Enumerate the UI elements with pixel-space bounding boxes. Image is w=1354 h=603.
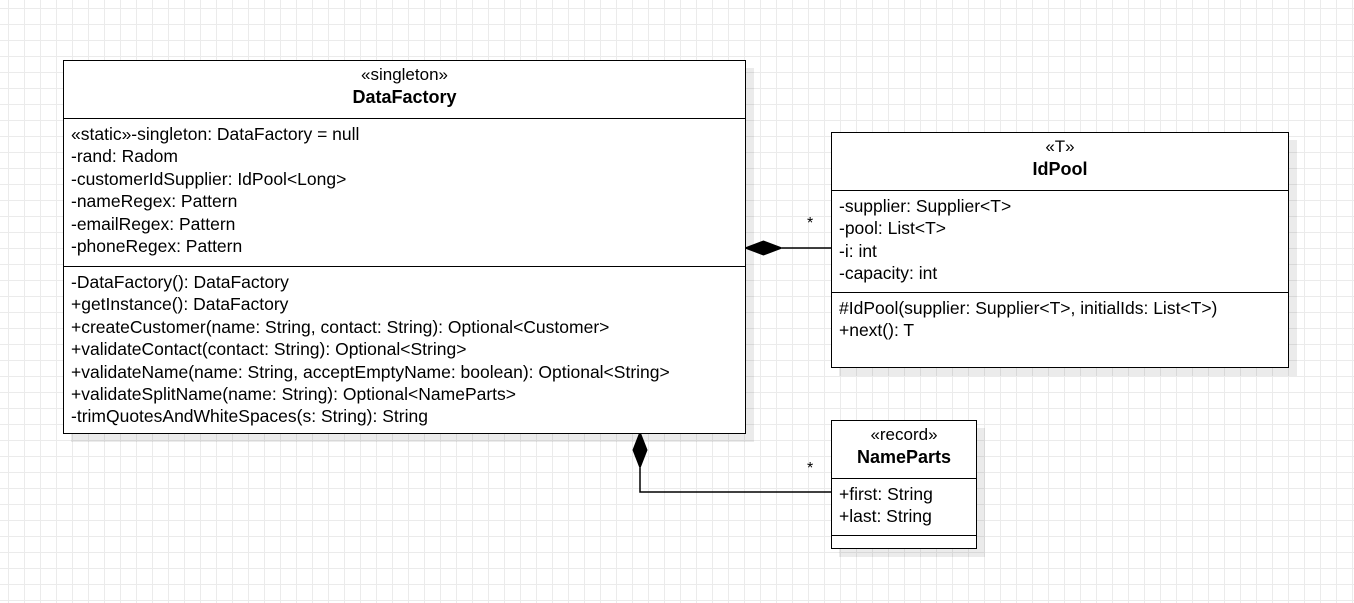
composition-diamond <box>632 430 648 470</box>
composition-dataf-nameparts[interactable] <box>632 430 832 493</box>
attributes-section: +first: String +last: String <box>832 479 976 536</box>
multiplicity-label-idpool: * <box>807 215 814 232</box>
operation: +validateContact(contact: String): Optio… <box>71 339 467 360</box>
attribute: -nameRegex: Pattern <box>71 191 238 212</box>
attribute: +first: String <box>839 484 933 504</box>
multiplicity-label-nameparts: * <box>807 460 814 477</box>
attribute: -phoneRegex: Pattern <box>71 236 243 257</box>
class-name: IdPool <box>1032 159 1088 179</box>
operations-section: #IdPool(supplier: Supplier<T>, initialId… <box>832 293 1288 342</box>
composition-dataf-idpool[interactable] <box>743 240 832 256</box>
attribute: -i: int <box>839 240 877 261</box>
class-header: «singleton» DataFactory <box>64 61 745 119</box>
class-datafactory[interactable]: «singleton» DataFactory «static»-singlet… <box>63 60 746 434</box>
class-header: «T» IdPool <box>832 133 1288 191</box>
class-header: «record» NameParts <box>832 421 976 479</box>
operation: +validateName(name: String, acceptEmptyN… <box>71 361 670 382</box>
operation: +next(): T <box>839 320 915 341</box>
attribute: -emailRegex: Pattern <box>71 213 236 234</box>
class-name: DataFactory <box>352 87 457 107</box>
class-stereotype: «T» <box>1045 137 1075 156</box>
attributes-section: «static»-singleton: DataFactory = null -… <box>64 119 745 267</box>
attribute: -customerIdSupplier: IdPool<Long> <box>71 168 347 189</box>
class-stereotype: «singleton» <box>361 65 448 84</box>
attribute: -rand: Radom <box>71 146 178 167</box>
class-idpool[interactable]: «T» IdPool -supplier: Supplier<T> -pool:… <box>831 132 1289 368</box>
attribute: -capacity: int <box>839 263 938 284</box>
class-stereotype: «record» <box>870 425 938 444</box>
attributes-section: -supplier: Supplier<T> -pool: List<T> -i… <box>832 191 1288 293</box>
class-nameparts[interactable]: «record» NameParts +first: String +last:… <box>831 420 977 549</box>
composition-diamond <box>743 240 784 256</box>
operations-section <box>832 536 976 540</box>
attribute: «static»-singleton: DataFactory = null <box>71 124 360 144</box>
class-name: NameParts <box>856 447 952 467</box>
operations-section: -DataFactory(): DataFactory +getInstance… <box>64 267 745 428</box>
attribute: -supplier: Supplier<T> <box>839 196 1012 216</box>
attribute: +last: String <box>839 506 932 527</box>
operation: +validateSplitName(name: String): Option… <box>71 384 517 405</box>
operation: +getInstance(): DataFactory <box>71 294 289 315</box>
operation: -trimQuotesAndWhiteSpaces(s: String): St… <box>71 406 428 427</box>
operation: -DataFactory(): DataFactory <box>71 272 289 292</box>
operation: #IdPool(supplier: Supplier<T>, initialId… <box>839 298 1218 318</box>
attribute: -pool: List<T> <box>839 218 946 239</box>
operation: +createCustomer(name: String, contact: S… <box>71 316 610 337</box>
